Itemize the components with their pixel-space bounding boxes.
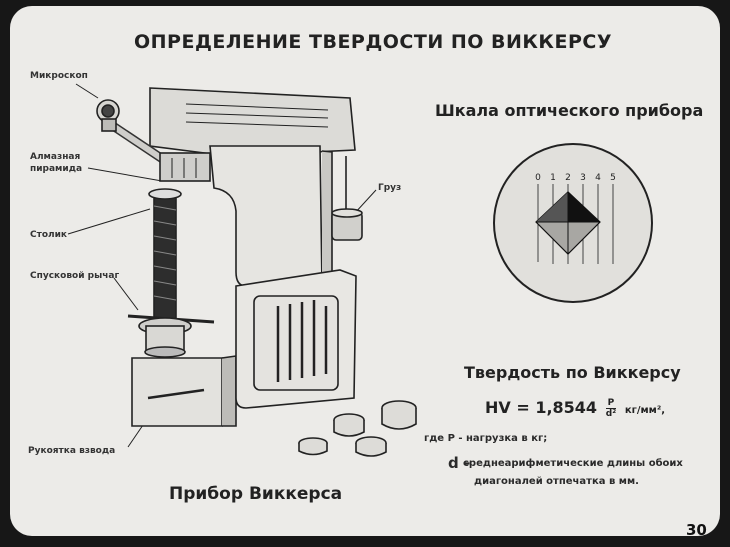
optical-scale-title: Шкала оптического прибора [435,101,704,120]
formula-numerator: P [605,398,617,409]
vickers-diagram: 0 1 2 3 4 5 [67,83,653,457]
scale-tick-2: 2 [565,173,571,183]
callout-microscope: Микроскоп [30,71,88,81]
formula-title: Твердость по Виккерсу [464,363,681,382]
spare-weights [298,400,417,457]
formula-fraction: P d² [605,398,617,419]
optical-scale-view: 0 1 2 3 4 5 [493,143,653,303]
screw-spindle [148,188,182,335]
callout-cocking-handle: Рукоятка взвода [28,446,116,456]
callout-diamond-pyramid-line2: пирамида [30,164,83,174]
scale-tick-3: 3 [580,173,586,183]
tester-column [209,145,323,287]
formula-unit: кг/мм², [624,405,666,416]
page-number: 30 [686,521,707,536]
formula-denominator: d² [605,409,617,419]
note-d-symbol: d - [448,454,471,472]
formula-lhs: HV = 1,8544 [485,398,598,417]
scale-tick-0: 0 [535,173,541,183]
scale-tick-1: 1 [550,173,556,183]
scale-tick-5: 5 [610,173,616,183]
note-diagonal-line2: диагоналей отпечатка в мм. [474,476,639,487]
tester-base [131,357,223,427]
callout-stage: Столик [30,230,68,240]
note-diagonal-line1: среднеарифметические длины обоих [463,458,683,469]
pyramid-holder [159,152,211,182]
slide-title: ОПРЕДЕЛЕНИЕ ТВЕРДОСТИ ПО ВИККЕРСУ [134,31,612,53]
note-load: где P - нагрузка в кг; [424,433,548,444]
vickers-tester-drawing [67,83,417,457]
callout-trigger-lever: Спусковой рычаг [30,271,120,281]
vickers-formula: HV = 1,8544 P d² кг/мм², [485,398,665,419]
scale-tick-4: 4 [595,173,601,183]
callout-diamond-pyramid-line1: Алмазная [30,152,81,162]
device-caption: Прибор Виккерса [169,484,343,504]
filmstrip-slide: 0 1 2 3 4 5 ОПРЕДЕЛЕНИЕ ТВЕРДОСТИ ПО ВИК… [10,6,720,536]
callout-weight: Груз [378,183,402,193]
